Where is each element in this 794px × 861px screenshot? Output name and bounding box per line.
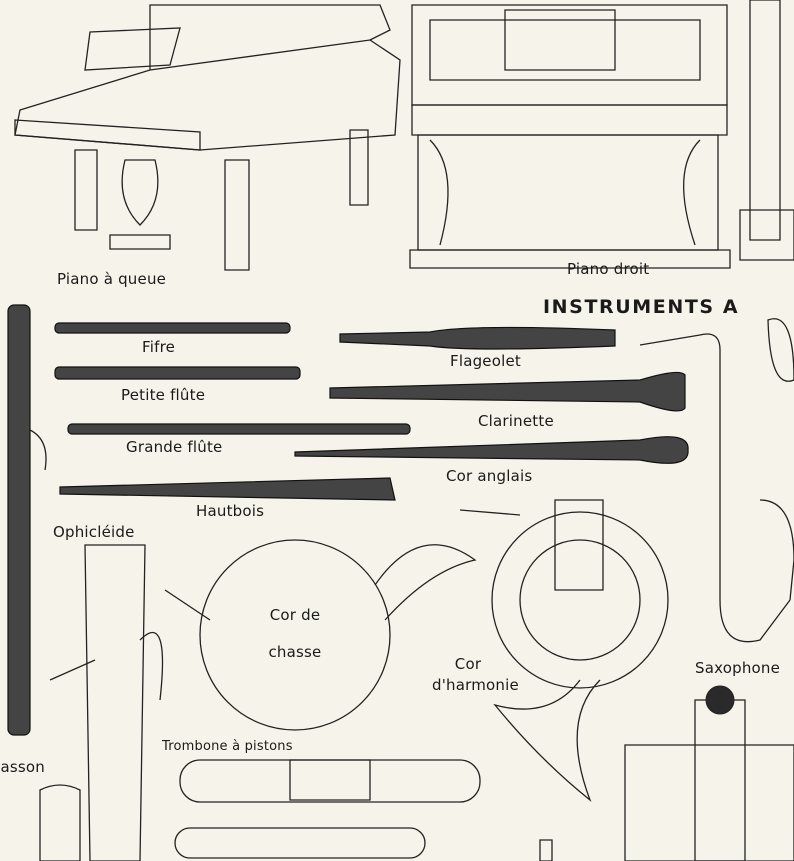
label-fifre: Fifre bbox=[142, 338, 176, 356]
bassoon bbox=[8, 305, 46, 735]
label-petite-flute: Petite flûte bbox=[121, 386, 206, 404]
french-horn bbox=[460, 500, 668, 800]
label-piano-queue: Piano à queue bbox=[57, 270, 167, 288]
small-horn bbox=[40, 785, 80, 861]
upright-piano bbox=[410, 5, 730, 268]
label-trombone: Trombone à pistons bbox=[162, 739, 293, 754]
grand-piano bbox=[15, 5, 400, 270]
label-hautbois: Hautbois bbox=[196, 502, 265, 520]
label-flageolet: Flageolet bbox=[450, 352, 521, 370]
woodwinds bbox=[55, 323, 688, 500]
label-cor-harmonie-1: Cor bbox=[454, 655, 482, 673]
label-cor-chasse-2: chasse bbox=[268, 643, 322, 661]
harp-edge bbox=[740, 0, 794, 260]
label-ophicleide: Ophicléide bbox=[53, 523, 135, 541]
organ bbox=[540, 686, 794, 861]
label-clarinette: Clarinette bbox=[478, 412, 554, 430]
label-cor-anglais: Cor anglais bbox=[446, 467, 533, 485]
hunting-horn bbox=[165, 540, 475, 730]
trombone bbox=[175, 760, 480, 858]
label-grande-flute: Grande flûte bbox=[126, 438, 223, 456]
ophicleide bbox=[50, 545, 163, 861]
label-cor-chasse-1: Cor de bbox=[269, 606, 321, 624]
label-saxophone: Saxophone bbox=[695, 659, 781, 677]
plate-heading: INSTRUMENTS A bbox=[543, 296, 740, 318]
saxophone bbox=[640, 319, 794, 642]
label-basson: Basson bbox=[0, 758, 45, 776]
label-piano-droit: Piano droit bbox=[567, 260, 650, 278]
label-cor-harmonie-2: d'harmonie bbox=[432, 676, 519, 694]
